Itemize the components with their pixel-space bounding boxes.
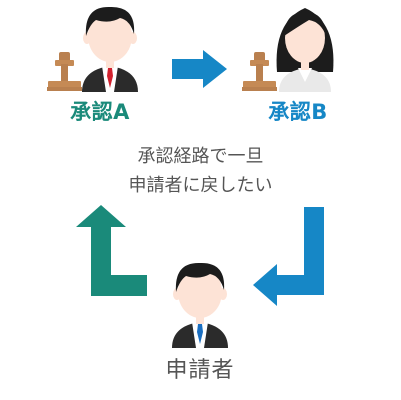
stamp-icon (242, 52, 277, 91)
woman-icon (276, 8, 334, 92)
man-blue-tie-icon (172, 262, 228, 348)
stamp-icon (47, 52, 82, 91)
applicant-label: 申請者 (165, 358, 235, 383)
arrow-up-icon (76, 205, 147, 296)
approver-a-label: 承認A (70, 100, 130, 124)
flow-message-line-1: 承認経路で一旦 (137, 146, 264, 167)
man-red-tie-icon (82, 6, 138, 92)
arrow-right-icon (172, 50, 227, 88)
flow-message-line-2: 申請者に戻したい (128, 175, 273, 196)
arrow-down-left-icon (253, 207, 324, 306)
approver-b-label: 承認B (268, 100, 328, 124)
flow-message: 承認経路で一旦 申請者に戻したい (110, 142, 291, 200)
